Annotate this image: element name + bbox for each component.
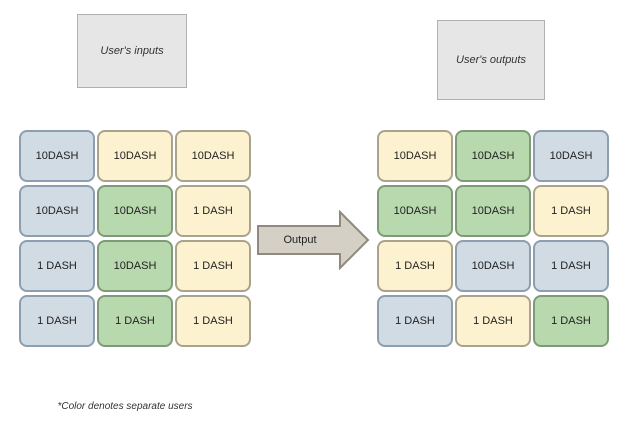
output-cell: 10DASH	[533, 130, 609, 182]
input-cell: 1 DASH	[19, 240, 95, 292]
input-cell-label: 10DASH	[35, 150, 79, 162]
inputs-header-box: User's inputs	[77, 14, 187, 88]
output-cell-label: 10DASH	[549, 150, 593, 162]
input-cell-label: 1 DASH	[37, 260, 77, 272]
output-cell-label: 1 DASH	[551, 205, 591, 217]
input-cell-label: 1 DASH	[193, 205, 233, 217]
output-cell: 1 DASH	[533, 185, 609, 237]
output-cell-label: 10DASH	[471, 260, 515, 272]
input-cell-label: 1 DASH	[193, 260, 233, 272]
output-cell: 10DASH	[455, 240, 531, 292]
arrow-shape	[257, 210, 370, 270]
output-arrow-icon	[257, 210, 370, 270]
input-cell-label: 1 DASH	[193, 315, 233, 327]
footnote: *Color denotes separate users	[57, 401, 193, 412]
input-cell-label: 1 DASH	[115, 315, 155, 327]
output-cell-label: 10DASH	[393, 205, 437, 217]
input-cell: 1 DASH	[97, 295, 173, 347]
input-cell: 1 DASH	[175, 295, 251, 347]
output-grid: 10DASH 10DASH 10DASH 10DASH 10DASH 1 DASH 1 DA…	[377, 130, 609, 347]
outputs-header-box: User's outputs	[437, 20, 545, 100]
output-cell: 1 DASH	[377, 295, 453, 347]
output-cell: 10DASH	[377, 130, 453, 182]
input-cell-label: 1 DASH	[37, 315, 77, 327]
output-cell: 1 DASH	[533, 295, 609, 347]
input-cell-label: 10DASH	[191, 150, 235, 162]
output-cell-label: 1 DASH	[551, 315, 591, 327]
input-grid: 10DASH 10DASH 10DASH 10DASH 10DASH 1 DASH 1 DA…	[19, 130, 251, 347]
output-cell-label: 10DASH	[471, 150, 515, 162]
input-cell: 10DASH	[19, 130, 95, 182]
output-cell-label: 1 DASH	[473, 315, 513, 327]
input-cell: 1 DASH	[19, 295, 95, 347]
input-cell-label: 10DASH	[113, 260, 157, 272]
output-cell: 1 DASH	[533, 240, 609, 292]
output-cell-label: 10DASH	[471, 205, 515, 217]
output-cell: 10DASH	[455, 185, 531, 237]
input-cell-label: 10DASH	[113, 150, 157, 162]
output-cell-label: 10DASH	[393, 150, 437, 162]
input-cell: 10DASH	[175, 130, 251, 182]
input-cell-label: 10DASH	[113, 205, 157, 217]
input-cell-label: 10DASH	[35, 205, 79, 217]
output-cell: 10DASH	[455, 130, 531, 182]
input-cell: 1 DASH	[175, 240, 251, 292]
input-cell: 10DASH	[97, 130, 173, 182]
input-cell: 10DASH	[19, 185, 95, 237]
output-cell-label: 1 DASH	[551, 260, 591, 272]
output-cell: 1 DASH	[377, 240, 453, 292]
output-cell: 10DASH	[377, 185, 453, 237]
output-cell: 1 DASH	[455, 295, 531, 347]
input-cell: 1 DASH	[175, 185, 251, 237]
input-cell: 10DASH	[97, 185, 173, 237]
outputs-header-label: User's outputs	[456, 54, 526, 66]
arrow-label: Output	[283, 234, 317, 246]
inputs-header-label: User's inputs	[100, 45, 164, 57]
output-cell-label: 1 DASH	[395, 260, 435, 272]
input-cell: 10DASH	[97, 240, 173, 292]
output-cell-label: 1 DASH	[395, 315, 435, 327]
